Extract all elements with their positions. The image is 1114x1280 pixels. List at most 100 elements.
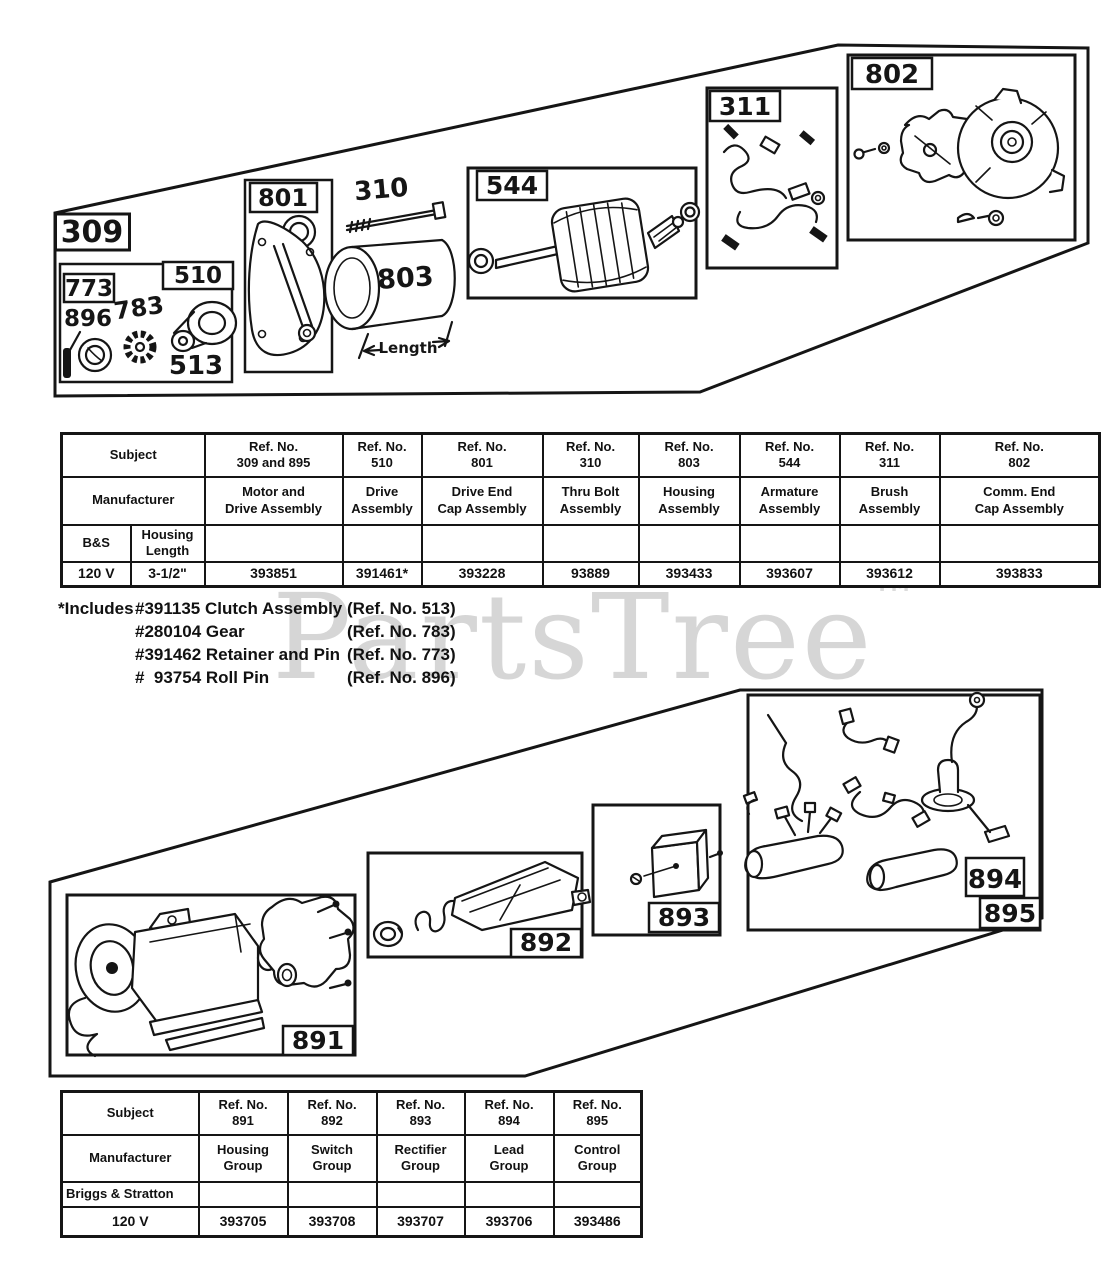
part-number-cell: 393607 <box>738 560 841 588</box>
footnote-prefix <box>58 666 135 689</box>
subject-header: Subject <box>60 432 206 478</box>
footnote-ref: (Ref. No. 773) <box>347 645 456 664</box>
footnote-ref: (Ref. No. 783) <box>347 622 456 641</box>
lower-slab-outline <box>48 688 1044 1078</box>
assembly-header: Armature Assembly <box>738 475 841 526</box>
callout-802-text: 802 <box>865 60 919 90</box>
ref-header: Ref. No. 310 <box>541 432 640 478</box>
assembly-header: Brush Assembly <box>838 475 941 526</box>
assembly-header: Drive Assembly <box>341 475 423 526</box>
assembly-header: Drive End Cap Assembly <box>420 475 544 526</box>
part-number-cell: 93889 <box>541 560 640 588</box>
control-group-label: 895 <box>978 896 1042 930</box>
part-number-cell: 391461* <box>341 560 423 588</box>
group-header: Housing Group <box>197 1133 289 1183</box>
assembly-header: Housing Assembly <box>637 475 741 526</box>
bs-label: B&S <box>60 523 132 563</box>
part-number-cell: 393486 <box>552 1205 643 1238</box>
ref-header: Ref. No. 309 and 895 <box>203 432 344 478</box>
housing-group: 891 <box>65 893 357 1058</box>
footnote-part: # 93754 Roll Pin <box>135 668 270 687</box>
ref-header: Ref. No. 510 <box>341 432 423 478</box>
rectifier-group: 893 <box>591 803 723 937</box>
clutch-part <box>170 300 238 353</box>
part-number-cell: 393612 <box>838 560 941 588</box>
callout-544-text: 544 <box>486 171 538 200</box>
callout-510-text: 510 <box>174 263 222 289</box>
assembly-header: Thru Bolt Assembly <box>541 475 640 526</box>
gear-part <box>123 330 157 364</box>
upper-starter-diagram: 309 773 896 783 510 <box>53 43 1090 398</box>
callout-895-text: 895 <box>984 899 1036 928</box>
voltage-cell: 120 V <box>60 560 132 588</box>
housing-length-label: Housing Length <box>129 523 206 563</box>
footnote-ref: (Ref. No. 896) <box>347 668 456 687</box>
subject-header: Subject <box>60 1090 200 1136</box>
ref-header: Ref. No. 802 <box>938 432 1101 478</box>
callout-803-text: 803 <box>376 261 434 296</box>
footnote-prefix <box>58 620 135 643</box>
footnote-part: #391135 Clutch Assembly <box>135 599 343 618</box>
lower-starter-diagram: 891 892 8 <box>48 688 1044 1078</box>
manufacturer-header: Manufacturer <box>60 475 206 526</box>
ref-header: Ref. No. 801 <box>420 432 544 478</box>
length-dimension: Length <box>357 320 454 360</box>
ref-header: Ref. No. 891 <box>197 1090 289 1136</box>
ref-header: Ref. No. 894 <box>463 1090 555 1136</box>
partstree-watermark: PartsTreeTM <box>272 568 909 706</box>
part-number-cell: 393708 <box>286 1205 378 1238</box>
ref-header: Ref. No. 544 <box>738 432 841 478</box>
group-header: Lead Group <box>463 1133 555 1183</box>
armature-body <box>550 197 650 293</box>
part-number-cell: 393433 <box>637 560 741 588</box>
callout-783-text: 783 <box>112 291 166 326</box>
manufacturer-name: Briggs & Stratton <box>60 1180 200 1208</box>
group-header: Rectifier Group <box>375 1133 466 1183</box>
lead-group: 894 <box>742 691 1042 932</box>
watermark-text: PartsTree <box>272 568 874 706</box>
brush-assembly-group: 311 <box>705 86 839 270</box>
callout-311-text: 311 <box>719 92 771 121</box>
group-header: Control Group <box>552 1133 643 1183</box>
includes-footnote: *Includes #391135 Clutch Assembly (Ref. … <box>58 597 456 689</box>
motor-housing-group: 803 Length <box>323 238 456 360</box>
callout-891-text: 891 <box>292 1026 344 1055</box>
footnote-prefix <box>58 643 135 666</box>
drive-parts-group: 773 896 783 510 <box>58 260 238 384</box>
part-number-cell: 393833 <box>938 560 1101 588</box>
callout-309: 309 <box>54 212 131 252</box>
length-label-text: Length <box>379 339 438 357</box>
starter-motor-part <box>67 907 280 1058</box>
callout-773-text: 773 <box>65 276 113 302</box>
footnote-ref: (Ref. No. 513) <box>347 599 456 618</box>
part-number-cell: 393228 <box>420 560 544 588</box>
ref-header: Ref. No. 311 <box>838 432 941 478</box>
lower-parts-table: Subject Ref. No. 891 Ref. No. 892 Ref. N… <box>60 1090 643 1238</box>
callout-896-text: 896 <box>64 306 112 332</box>
footnote-prefix: *Includes <box>58 599 134 618</box>
part-number-cell: 393707 <box>375 1205 466 1238</box>
callout-309-text: 309 <box>61 215 124 250</box>
upper-parts-table: Subject Ref. No. 309 and 895 Ref. No. 51… <box>60 432 1101 588</box>
callout-801-text: 801 <box>258 184 308 212</box>
footnote-part: #280104 Gear <box>135 622 245 641</box>
retainer-part <box>77 337 113 373</box>
thru-bolt-group: 310 <box>345 173 447 234</box>
callout-513-text: 513 <box>169 351 223 381</box>
lead-handle-left <box>744 801 844 880</box>
ref-header: Ref. No. 895 <box>552 1090 643 1136</box>
group-header: Switch Group <box>286 1133 378 1183</box>
voltage-cell: 120 V <box>60 1205 200 1238</box>
callout-892-text: 892 <box>520 928 572 957</box>
upper-slab-outline <box>53 43 1090 398</box>
ref-header: Ref. No. 803 <box>637 432 741 478</box>
ref-header: Ref. No. 892 <box>286 1090 378 1136</box>
drive-end-cap-group: 801 <box>243 178 334 374</box>
part-number-cell: 393705 <box>197 1205 289 1238</box>
assembly-header: Comm. End Cap Assembly <box>938 475 1101 526</box>
manufacturer-header: Manufacturer <box>60 1133 200 1183</box>
lead-handle-right <box>866 691 1011 892</box>
callout-310-text: 310 <box>353 173 410 208</box>
housing-length-value: 3-1/2" <box>129 560 206 588</box>
